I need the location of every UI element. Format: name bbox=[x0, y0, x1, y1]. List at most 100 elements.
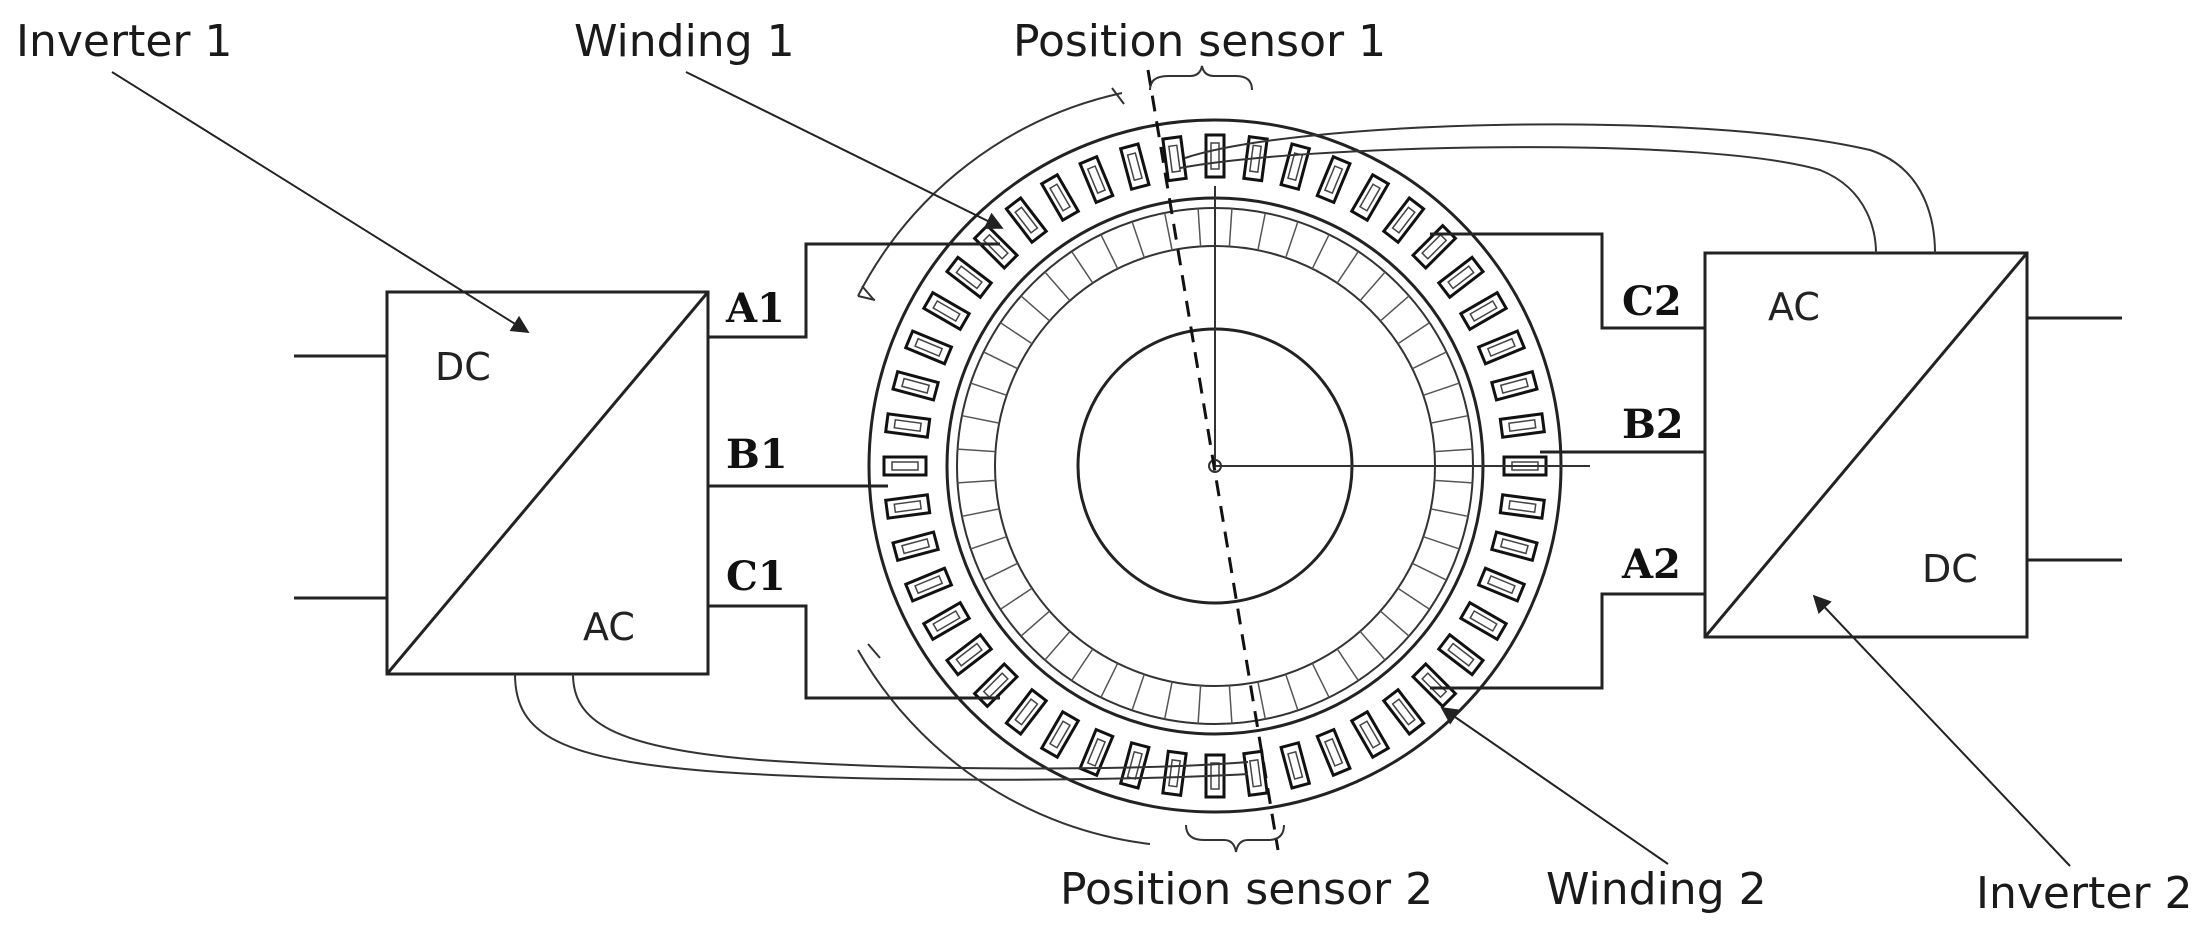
rotor-tooth-mark bbox=[1163, 212, 1173, 251]
rotor-tooth-mark bbox=[1257, 681, 1267, 720]
inverter2-dc-label: DC bbox=[1922, 547, 1978, 591]
rotor-tooth-mark bbox=[1311, 234, 1330, 270]
rotor-tooth-mark bbox=[961, 414, 1000, 424]
stator-slot bbox=[1410, 661, 1458, 709]
wire-c1 bbox=[708, 604, 1000, 700]
stator-slot-conductor bbox=[1167, 759, 1182, 788]
rotor-tooth-mark bbox=[1131, 221, 1146, 258]
rotor-tooth-mark bbox=[1336, 251, 1359, 284]
rotor-tooth-mark bbox=[1411, 351, 1447, 370]
stator-slot bbox=[1498, 412, 1546, 439]
stator-slot bbox=[1458, 600, 1509, 642]
stator-slot-conductor bbox=[901, 377, 931, 394]
sensor2-cable-inner bbox=[572, 673, 1249, 770]
stator-slot bbox=[1161, 749, 1188, 797]
rotor-tooth-mark bbox=[1434, 448, 1473, 453]
inverter1-ac-label: AC bbox=[583, 605, 635, 649]
leader-inverter1 bbox=[111, 71, 530, 333]
winding2-arc-end-upper bbox=[867, 643, 881, 659]
stator-slot-conductor bbox=[1421, 233, 1448, 260]
stator-slot bbox=[921, 290, 972, 332]
stator-slot bbox=[1476, 329, 1527, 366]
rotor-tooth-mark bbox=[970, 382, 1007, 397]
stator-slot bbox=[1315, 154, 1352, 205]
stator-slot bbox=[1458, 290, 1509, 332]
rotor-tooth-mark bbox=[1284, 221, 1299, 258]
rotor-tooth-mark bbox=[983, 562, 1019, 581]
stator-slot-conductor bbox=[1167, 144, 1182, 173]
inverter1-dc-label: DC bbox=[435, 345, 491, 389]
sensor2-cable-outer bbox=[514, 673, 1249, 781]
stator-slot bbox=[891, 530, 941, 563]
rotor-tooth-mark bbox=[1044, 271, 1071, 302]
phase-a2-label: A2 bbox=[1621, 541, 1681, 588]
stator-slot-conductor bbox=[1499, 377, 1529, 394]
rotor-tooth-mark bbox=[957, 479, 996, 484]
stator-slot-conductor bbox=[982, 672, 1009, 699]
wire-a2 bbox=[1430, 592, 1705, 690]
stator-slot-conductor bbox=[1499, 538, 1529, 555]
callout-position-sensor2: Position sensor 2 bbox=[1060, 864, 1433, 915]
phase-c1-label: C1 bbox=[726, 553, 786, 600]
inverter2: AC DC bbox=[1703, 251, 2122, 639]
stator-slot-conductor bbox=[932, 300, 961, 322]
stator-slot bbox=[1489, 369, 1539, 402]
phase-b1-label: B1 bbox=[726, 431, 788, 478]
stator-slot bbox=[1315, 727, 1352, 778]
rotor-tooth-mark bbox=[1434, 479, 1473, 484]
inverter1: DC AC bbox=[294, 290, 710, 676]
rotor-tooth-mark bbox=[1397, 587, 1430, 610]
rotor-tooth-mark bbox=[1000, 587, 1033, 610]
phase-a1-label: A1 bbox=[725, 285, 785, 332]
inverter2-ac-label: AC bbox=[1768, 285, 1820, 329]
rotor-tooth-mark bbox=[1163, 681, 1173, 720]
stator-slot-conductor bbox=[1049, 720, 1071, 749]
stator-slot-conductor bbox=[955, 265, 983, 290]
stator-slot bbox=[884, 493, 932, 520]
stator-slot bbox=[972, 661, 1020, 709]
stator-slot-conductor bbox=[891, 461, 919, 471]
stator-slot bbox=[1279, 740, 1312, 790]
stator-slot-conductor bbox=[1248, 759, 1263, 788]
stator-slot bbox=[944, 632, 994, 677]
stator-slot-conductor bbox=[1447, 642, 1475, 667]
callout-winding1: Winding 1 bbox=[574, 16, 795, 67]
stator-slot bbox=[1118, 142, 1151, 192]
stator-slot-conductor bbox=[893, 418, 922, 433]
stator-slot bbox=[1204, 133, 1226, 179]
stator-slot bbox=[972, 223, 1020, 271]
stator-slot-conductor bbox=[1323, 165, 1344, 195]
rotor-tooth-mark bbox=[1379, 610, 1410, 637]
sensor2-brace bbox=[1185, 824, 1285, 853]
stator-slot bbox=[1349, 172, 1391, 223]
rotor-tooth-mark bbox=[1197, 208, 1202, 247]
sensor1-brace bbox=[1149, 65, 1253, 91]
callout-winding2: Winding 2 bbox=[1546, 864, 1767, 915]
rotor-tooth-mark bbox=[983, 351, 1019, 370]
rotor-angle-dashed-line bbox=[1146, 69, 1280, 851]
rotor-tooth-mark bbox=[1284, 674, 1299, 711]
stator-slot-conductor bbox=[1287, 750, 1304, 780]
stator-slot-conductor bbox=[1126, 152, 1143, 182]
stator-slot bbox=[1489, 530, 1539, 563]
stator-slot-conductor bbox=[1486, 337, 1516, 358]
rotor-tooth-marks bbox=[957, 208, 1473, 724]
stator-slot-conductor bbox=[1469, 300, 1498, 322]
stator-slot bbox=[891, 369, 941, 402]
stator-slot-conductor bbox=[1014, 698, 1039, 726]
stator-slot bbox=[921, 600, 972, 642]
winding1-arc-end-upper bbox=[1111, 87, 1125, 105]
stator-slot bbox=[1381, 687, 1426, 737]
stator-slot-conductor bbox=[1323, 737, 1344, 767]
stator-slot bbox=[1436, 632, 1486, 677]
winding2-arc-end-lower bbox=[857, 295, 876, 301]
rotor-tooth-mark bbox=[1397, 322, 1430, 345]
stator-slot-conductor bbox=[1447, 265, 1475, 290]
rotor-tooth-mark bbox=[1020, 295, 1051, 322]
winding1-arc-end-lower bbox=[861, 285, 875, 301]
stator-slot-conductor bbox=[1210, 142, 1220, 170]
rotor-tooth-mark bbox=[1359, 271, 1386, 302]
callout-position-sensor1: Position sensor 1 bbox=[1013, 16, 1386, 67]
rotor-tooth-mark bbox=[1100, 234, 1119, 270]
rotor-tooth-mark bbox=[1000, 322, 1033, 345]
